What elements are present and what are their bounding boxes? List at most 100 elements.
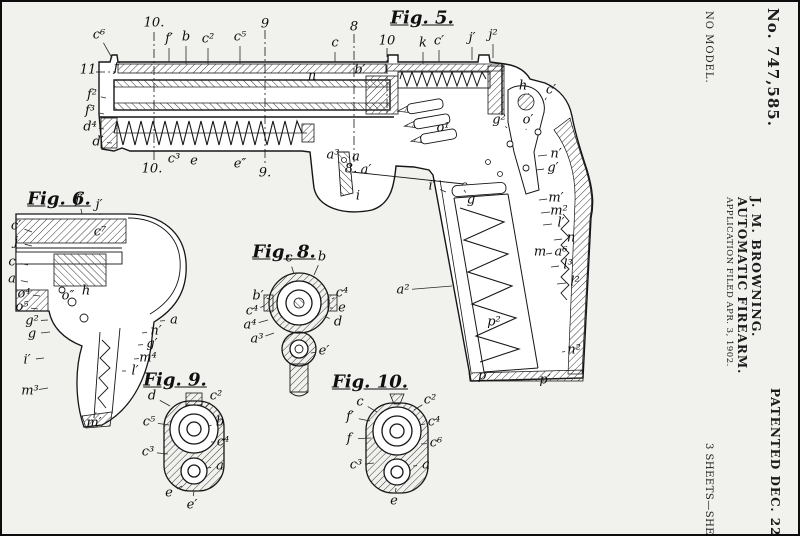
callout-fig5: g — [466, 192, 476, 208]
callout-fig5: a′ — [360, 162, 372, 178]
callout-fig10: c — [356, 394, 364, 410]
callout-fig6: o⁵ — [15, 299, 29, 315]
callout-fig10: c² — [423, 392, 437, 408]
callout-fig5: c³ — [167, 151, 181, 167]
fig9-art — [163, 392, 225, 492]
callout-fig5: h — [518, 78, 528, 94]
callout-fig6: h — [81, 283, 91, 299]
callout-fig5: l³ — [563, 257, 573, 273]
callout-fig9: a — [216, 458, 224, 474]
callout-fig5: 10. — [143, 15, 165, 31]
figure-title-fig10: Fig. 10. — [331, 371, 409, 393]
callout-fig6: g² — [25, 313, 39, 329]
fig6-art — [15, 213, 187, 429]
callout-fig6: o⁴ — [17, 286, 31, 302]
callout-fig5: f′ — [165, 31, 173, 47]
callout-fig5: p² — [487, 314, 501, 330]
callout-fig10: a — [422, 457, 430, 473]
figure-title-fig8: Fig. 8. — [252, 241, 316, 263]
patent-drawing-art — [15, 30, 594, 494]
callout-fig5: n — [307, 68, 317, 84]
callout-fig5: e — [190, 153, 198, 169]
callout-fig9: e′ — [186, 497, 198, 513]
callout-fig5: i′ — [428, 178, 436, 194]
callout-fig8: c⁴ — [335, 285, 349, 301]
callout-fig5: f — [113, 60, 119, 76]
callout-fig9: d — [147, 388, 157, 404]
callout-fig9: c⁵ — [142, 414, 156, 430]
callout-fig5: a² — [396, 282, 410, 298]
callout-fig6: a — [8, 271, 16, 287]
callout-fig5: 9 — [260, 16, 270, 32]
callout-fig5: a⁶ — [554, 244, 568, 260]
fig8-art — [263, 272, 338, 397]
callout-fig5: m² — [550, 203, 568, 219]
callout-fig6: o″ — [61, 288, 75, 304]
callout-fig5: g′ — [547, 160, 559, 176]
callout-fig8: d — [333, 314, 343, 330]
callout-fig6: g′ — [146, 336, 158, 352]
callout-fig10: e — [390, 493, 398, 509]
callout-fig5: p′ — [539, 372, 551, 388]
callout-fig5: 8 — [349, 19, 359, 35]
callout-fig8: e′ — [318, 343, 330, 359]
callout-fig5: c′ — [545, 82, 557, 98]
callout-fig5: c′ — [433, 33, 445, 49]
callout-fig6: m⁴ — [139, 350, 157, 366]
callout-fig5: b′ — [354, 62, 366, 78]
callout-fig6: m′ — [86, 415, 102, 431]
callout-fig6: n′ — [150, 323, 162, 339]
callout-fig5: a — [352, 149, 360, 165]
callout-fig5: a³ — [326, 147, 340, 163]
figure-title-fig6: Fig. 6. — [27, 188, 91, 210]
callout-fig5: j² — [488, 27, 498, 43]
callout-fig5: p — [477, 368, 487, 384]
callout-fig5: 10. — [141, 161, 163, 177]
callout-fig5: m′ — [548, 190, 564, 206]
callout-fig6: c′ — [10, 218, 22, 234]
patent-number: No. 747,585. — [764, 8, 782, 127]
inventor-name: J. M. BROWNING. — [749, 197, 764, 338]
callout-fig10: c³ — [349, 457, 363, 473]
callout-fig10: f — [346, 431, 352, 447]
callout-fig5: l′ — [557, 215, 565, 231]
callout-fig5: f³ — [84, 103, 96, 119]
callout-fig6: l′ — [131, 363, 139, 379]
callout-fig6: j′ — [95, 197, 103, 213]
callout-fig8: b′ — [252, 288, 264, 304]
fig10-art — [365, 393, 429, 494]
callout-fig5: n′ — [550, 146, 562, 162]
callout-fig10: c⁶ — [429, 435, 443, 451]
callout-fig5: j′ — [468, 30, 476, 46]
callout-fig5: o¹ — [436, 120, 450, 136]
callout-fig5: 11 — [79, 62, 97, 78]
callout-fig9: c⁴ — [216, 434, 230, 450]
invention-title: AUTOMATIC FIREARM. — [735, 197, 749, 375]
callout-fig5: o′ — [522, 112, 534, 128]
callout-fig5: k — [419, 35, 427, 51]
callout-fig5: l² — [570, 274, 580, 290]
model-note: NO MODEL. — [703, 11, 714, 84]
callout-fig5: f² — [86, 87, 98, 103]
callout-fig9: e — [165, 485, 173, 501]
callout-fig5: c⁵ — [233, 29, 247, 45]
callout-fig5: 9. — [258, 165, 272, 181]
callout-fig10: c⁴ — [427, 414, 441, 430]
callout-fig6: g — [27, 326, 37, 342]
callout-fig10: f′ — [346, 409, 354, 425]
callout-fig5: n² — [567, 342, 581, 358]
callout-fig6: f′ — [75, 192, 83, 208]
callout-fig5: 10 — [378, 33, 396, 49]
figure-title-fig5: Fig. 5. — [390, 7, 454, 29]
callout-fig6: m³ — [21, 383, 39, 399]
callout-fig8: a⁴ — [243, 317, 257, 333]
application-note: APPLICATION FILED APR. 3, 1902. — [724, 197, 734, 367]
callout-fig6: a — [170, 312, 178, 328]
callout-fig8: e — [338, 300, 346, 316]
callout-fig5: b — [181, 29, 191, 45]
callout-fig9: c³ — [141, 444, 155, 460]
callout-fig5: g² — [492, 112, 506, 128]
callout-fig5: m — [533, 244, 547, 260]
